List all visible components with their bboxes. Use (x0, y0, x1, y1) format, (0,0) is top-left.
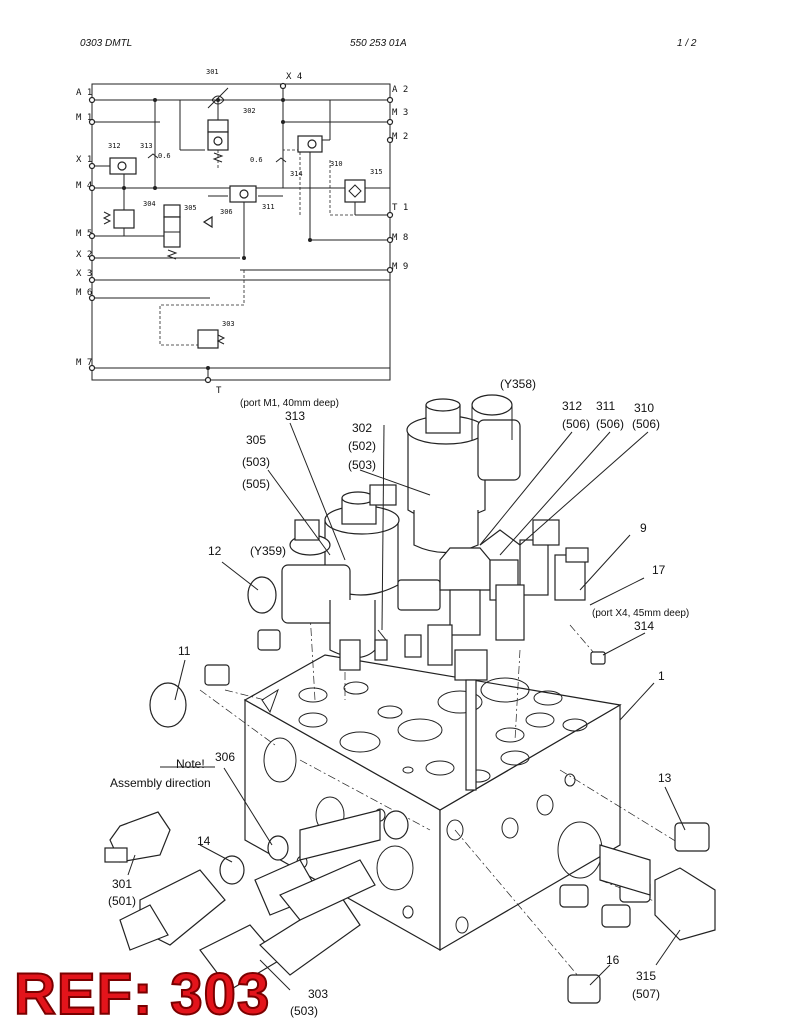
label-12: 12 (208, 544, 222, 558)
label-313: 313 (285, 409, 305, 423)
assembly-direction-label: Assembly direction (110, 776, 211, 790)
label-17: 17 (652, 563, 666, 577)
note-port-m1: (port M1, 40mm deep) (240, 398, 339, 409)
label-310-506: (506) (632, 417, 660, 431)
label-312: 312 (108, 142, 121, 150)
port-a1: A 1 (76, 88, 92, 98)
label-y358: (Y358) (500, 377, 536, 391)
port-m3: M 3 (392, 108, 408, 118)
port-t: T (216, 386, 222, 396)
label-311-506: (506) (596, 417, 624, 431)
label-310: 310 (330, 160, 343, 168)
valve-cluster (294, 484, 589, 791)
label-306: 306 (215, 750, 235, 764)
port-m1: M 1 (76, 113, 92, 123)
label-304: 304 (143, 200, 156, 208)
label-303: 303 (222, 320, 235, 328)
port-m8: M 8 (392, 233, 408, 243)
part-number: 550 253 01A (350, 38, 407, 49)
label-1: 1 (658, 669, 665, 683)
label-13: 13 (658, 771, 672, 785)
label-315: 315 (636, 969, 656, 983)
label-305-503: (503) (242, 455, 270, 469)
note-label: Note! (176, 757, 205, 771)
port-m4: M 4 (76, 181, 92, 191)
label-313: 313 (140, 142, 153, 150)
label-14: 14 (197, 834, 211, 848)
label-305: 305 (246, 433, 266, 447)
doc-code: 0303 DMTL (80, 38, 133, 49)
label-303-503: (503) (290, 1004, 318, 1018)
port-x1: X 1 (76, 155, 92, 165)
orifice-2: 0.6 (250, 156, 263, 164)
port-m5: M 5 (76, 229, 92, 239)
label-312-506: (506) (562, 417, 590, 431)
solenoid-302 (406, 394, 521, 554)
label-305: 305 (184, 204, 197, 212)
label-311: 311 (262, 203, 275, 211)
label-16: 16 (606, 953, 620, 967)
port-m9: M 9 (392, 262, 408, 272)
label-302-502: (502) (348, 439, 376, 453)
label-315: 315 (370, 168, 383, 176)
ref-stamp: REF: 303 (13, 962, 271, 1027)
label-310: 310 (634, 401, 654, 415)
port-m6: M 6 (76, 288, 92, 298)
page-indicator: 1 / 2 (677, 38, 697, 49)
label-311: 311 (596, 399, 615, 413)
label-301: 301 (206, 68, 219, 76)
label-305-505: (505) (242, 477, 270, 491)
port-m2: M 2 (392, 132, 408, 142)
label-302: 302 (352, 421, 372, 435)
port-m7: M 7 (76, 358, 92, 368)
label-9: 9 (640, 521, 647, 535)
port-x4: X 4 (286, 72, 302, 82)
label-303: 303 (308, 987, 328, 1001)
schematic-frame (91, 83, 391, 381)
label-315-507: (507) (632, 987, 660, 1001)
port-a2: A 2 (392, 85, 408, 95)
cartridges (104, 811, 376, 991)
label-301-501: (501) (108, 894, 136, 908)
note-port-x4: (port X4, 45mm deep) (592, 608, 689, 619)
port-x2: X 2 (76, 250, 92, 260)
port-t1: T 1 (392, 203, 408, 213)
label-302: 302 (243, 107, 256, 115)
label-306: 306 (220, 208, 233, 216)
port-x3: X 3 (76, 269, 92, 279)
label-302-503: (503) (348, 458, 376, 472)
label-314: 314 (634, 619, 654, 633)
label-11: 11 (178, 644, 191, 658)
label-301: 301 (112, 877, 132, 891)
label-y359: (Y359) (250, 544, 286, 558)
label-314: 314 (290, 170, 303, 178)
label-312: 312 (562, 399, 582, 413)
orifice-1: 0.6 (158, 152, 171, 160)
loose-parts (149, 576, 716, 1004)
solenoid-305 (281, 491, 400, 659)
